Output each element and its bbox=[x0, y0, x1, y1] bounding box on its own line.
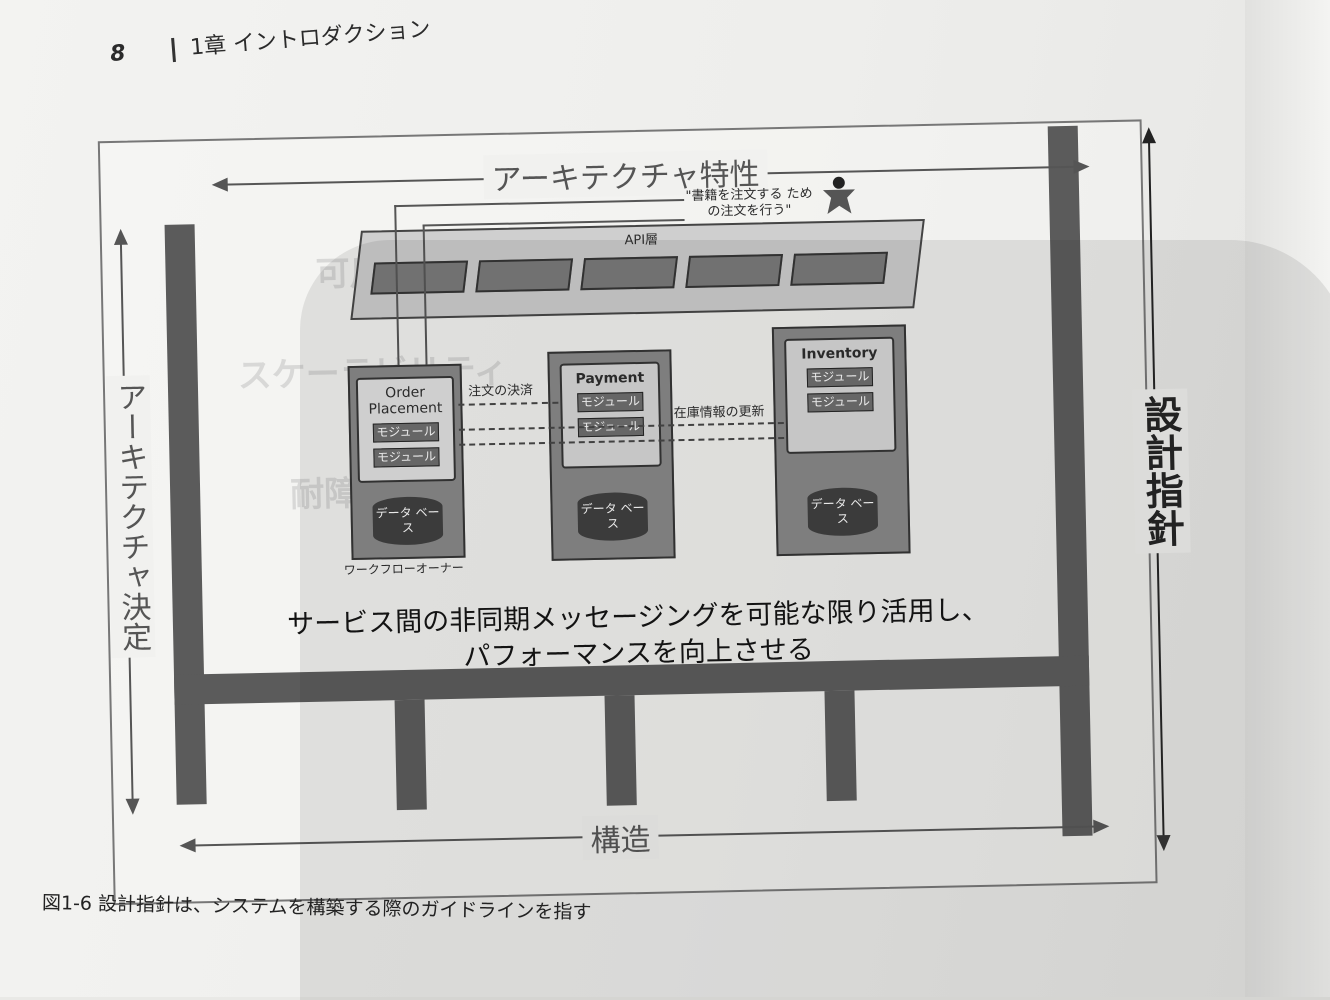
user-icon bbox=[822, 176, 855, 215]
figure-diagram: 可用性 スケーラビリティ 耐障害性 アーキテクチャ特性 アーキテクチャ決定 設計… bbox=[41, 28, 1239, 933]
hand-shadow bbox=[300, 240, 1330, 1000]
arrow-left-icon bbox=[179, 838, 196, 853]
user-request-quote: "書籍を注文する ための注文を行う" bbox=[685, 186, 813, 220]
arrow-left-icon bbox=[211, 177, 228, 192]
arrow-down-icon bbox=[125, 798, 140, 815]
arrow-right-icon bbox=[1073, 159, 1090, 174]
arrow-up-icon bbox=[113, 228, 128, 245]
architecture-decisions-label: アーキテクチャ決定 bbox=[105, 375, 156, 659]
arrow-up-icon bbox=[1141, 127, 1157, 144]
facing-page-edge bbox=[1245, 0, 1330, 997]
